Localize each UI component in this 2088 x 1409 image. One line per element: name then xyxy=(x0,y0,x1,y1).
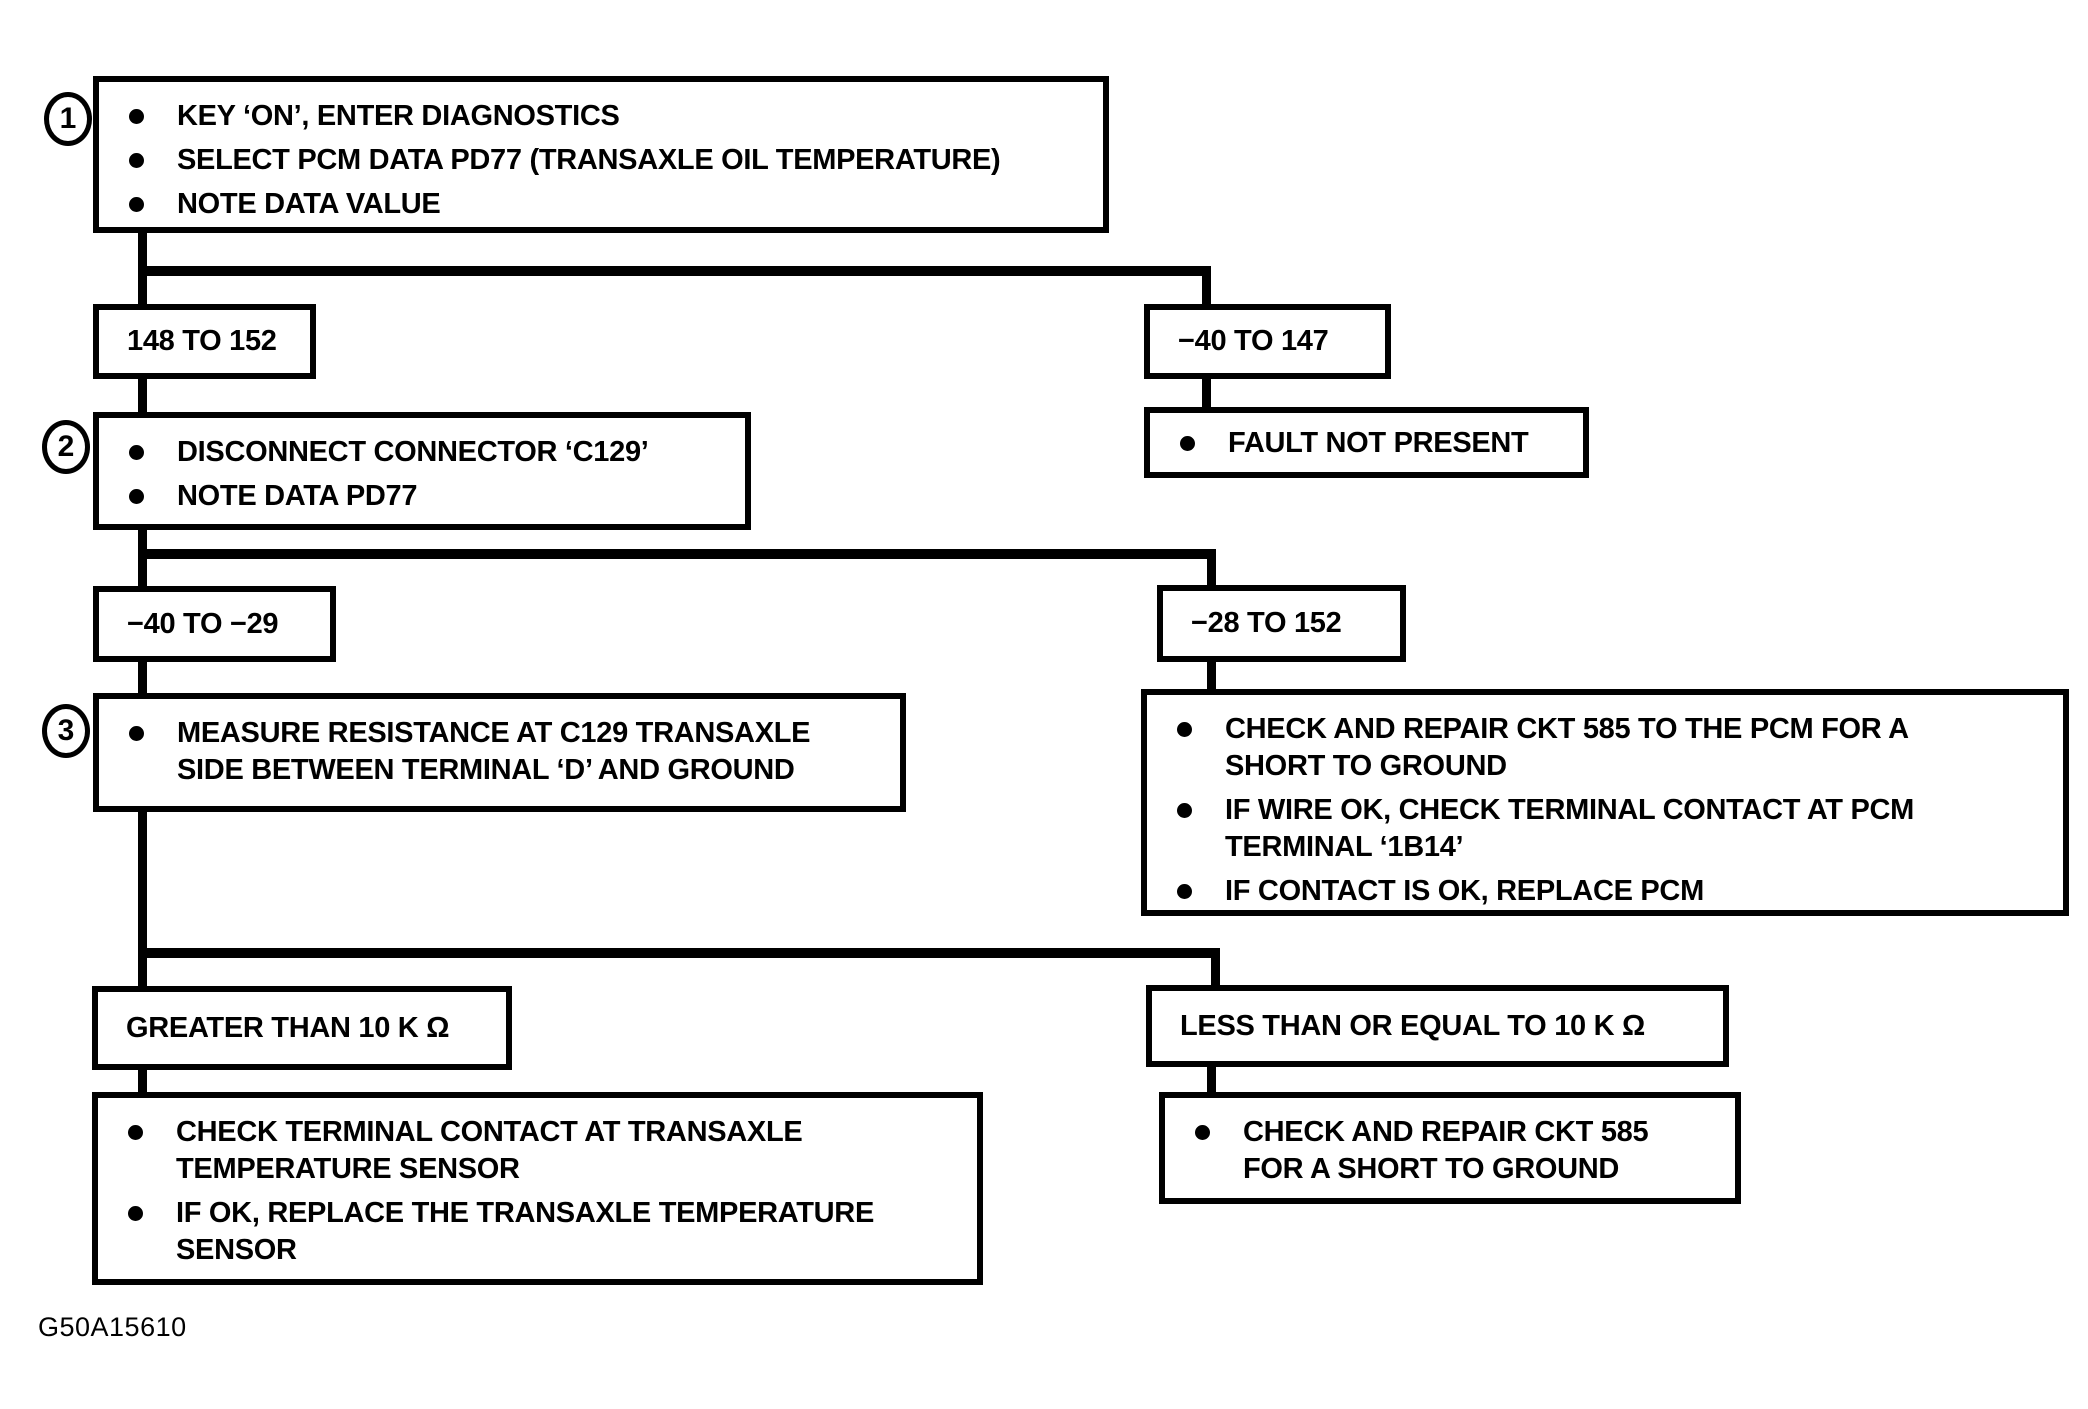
bullet-icon xyxy=(128,1125,143,1140)
bullet-icon xyxy=(129,445,144,460)
bullet-item: IF CONTACT IS OK, REPLACE PCM xyxy=(1177,873,2045,910)
bullet-item: IF OK, REPLACE THE TRANSAXLE TEMPERATURE… xyxy=(128,1195,959,1269)
bullet-line: IF WIRE OK, CHECK TERMINAL CONTACT AT PC… xyxy=(1225,794,1915,826)
step1-action-box: KEY ‘ON’, ENTER DIAGNOSTICS SELECT PCM D… xyxy=(93,76,1109,233)
connector-branch1-horizontal xyxy=(138,266,1211,276)
connector-branch3-right-down xyxy=(1211,948,1220,989)
bullet-icon xyxy=(129,489,144,504)
bullet-item: FAULT NOT PRESENT xyxy=(1180,425,1565,462)
repair-pcm-result-box: CHECK AND REPAIR CKT 585 TO THE PCM FOR … xyxy=(1141,689,2069,916)
bullet-icon xyxy=(129,197,144,212)
bullet-line: CHECK TERMINAL CONTACT AT TRANSAXLE xyxy=(176,1116,803,1148)
condition-box-minus28-to-152: −28 TO 152 xyxy=(1157,585,1406,662)
condition-box-greater-than-10k-ohm: GREATER THAN 10 K Ω xyxy=(92,986,512,1070)
bullet-line: TEMPERATURE SENSOR xyxy=(176,1153,520,1185)
bullet-line: IF OK, REPLACE THE TRANSAXLE TEMPERATURE xyxy=(176,1197,874,1229)
bullet-line: IF CONTACT IS OK, REPLACE PCM xyxy=(1225,875,1704,907)
step3-action-box: MEASURE RESISTANCE AT C129 TRANSAXLE SID… xyxy=(93,693,906,812)
condition-box-minus40-to-minus29: −40 TO −29 xyxy=(93,586,336,662)
connector-m40-147-to-fault xyxy=(1202,375,1211,411)
bullet-item: DISCONNECT CONNECTOR ‘C129’ xyxy=(129,434,727,471)
step-number-badge-3: 3 xyxy=(42,704,90,758)
connector-step3-down xyxy=(138,808,147,990)
bullet-line: CHECK AND REPAIR CKT 585 xyxy=(1243,1116,1649,1148)
bullet-icon xyxy=(1195,1125,1210,1140)
bullet-line: SENSOR xyxy=(176,1234,297,1266)
condition-label: −40 TO 147 xyxy=(1178,325,1329,357)
bullet-item: SELECT PCM DATA PD77 (TRANSAXLE OIL TEMP… xyxy=(129,142,1085,179)
bullet-line: FAULT NOT PRESENT xyxy=(1228,427,1529,459)
connector-le10k-to-ckt585 xyxy=(1207,1063,1216,1096)
bullet-item: NOTE DATA VALUE xyxy=(129,186,1085,223)
step2-action-box: DISCONNECT CONNECTOR ‘C129’ NOTE DATA PD… xyxy=(93,412,751,530)
condition-label: LESS THAN OR EQUAL TO 10 K Ω xyxy=(1180,1009,1645,1042)
condition-box-less-equal-10k-ohm: LESS THAN OR EQUAL TO 10 K Ω xyxy=(1146,985,1729,1067)
bullet-icon xyxy=(128,1206,143,1221)
bullet-item: MEASURE RESISTANCE AT C129 TRANSAXLE SID… xyxy=(129,715,882,789)
bullet-item: CHECK AND REPAIR CKT 585 TO THE PCM FOR … xyxy=(1177,711,2045,785)
bullet-line: MEASURE RESISTANCE AT C129 TRANSAXLE xyxy=(177,717,811,749)
bullet-line: FOR A SHORT TO GROUND xyxy=(1243,1153,1620,1185)
figure-id-label: G50A15610 xyxy=(38,1312,187,1342)
bullet-line: TERMINAL ‘1B14’ xyxy=(1225,831,1464,863)
bullet-line: KEY ‘ON’, ENTER DIAGNOSTICS xyxy=(177,100,620,132)
bullet-item: CHECK AND REPAIR CKT 585 FOR A SHORT TO … xyxy=(1195,1114,1717,1188)
bullet-icon xyxy=(1177,803,1192,818)
step-number-badge-2: 2 xyxy=(42,420,90,474)
bullet-icon xyxy=(129,109,144,124)
bullet-line: SHORT TO GROUND xyxy=(1225,750,1507,782)
condition-label: 148 TO 152 xyxy=(127,325,277,357)
bullet-item: NOTE DATA PD77 xyxy=(129,478,727,515)
connector-m40-m29-to-step3 xyxy=(138,658,147,698)
bullet-item: KEY ‘ON’, ENTER DIAGNOSTICS xyxy=(129,98,1085,135)
bullet-icon xyxy=(1180,436,1195,451)
connector-gt10k-to-sensor xyxy=(138,1066,147,1096)
step-number-badge-1: 1 xyxy=(44,92,92,146)
bullet-icon xyxy=(129,726,144,741)
bullet-item: IF WIRE OK, CHECK TERMINAL CONTACT AT PC… xyxy=(1177,792,2045,866)
fault-not-present-box: FAULT NOT PRESENT xyxy=(1144,407,1589,478)
bullet-line: CHECK AND REPAIR CKT 585 TO THE PCM FOR … xyxy=(1225,713,1909,745)
bullet-item: CHECK TERMINAL CONTACT AT TRANSAXLE TEMP… xyxy=(128,1114,959,1188)
connector-148-to-step2 xyxy=(138,375,147,417)
bullet-icon xyxy=(1177,884,1192,899)
bullet-line: DISCONNECT CONNECTOR ‘C129’ xyxy=(177,436,649,468)
condition-box-148-to-152: 148 TO 152 xyxy=(93,304,316,379)
bullet-icon xyxy=(1177,722,1192,737)
bullet-icon xyxy=(129,153,144,168)
connector-branch2-horizontal xyxy=(138,549,1216,559)
condition-label: −40 TO −29 xyxy=(127,607,279,640)
bullet-line: NOTE DATA VALUE xyxy=(177,188,441,220)
bullet-line: NOTE DATA PD77 xyxy=(177,480,418,512)
connector-branch1-right-down xyxy=(1202,266,1211,308)
repair-ckt585-result-box: CHECK AND REPAIR CKT 585 FOR A SHORT TO … xyxy=(1159,1092,1741,1204)
connector-branch3-horizontal xyxy=(138,948,1220,958)
connector-branch2-right-down xyxy=(1207,549,1216,589)
replace-sensor-result-box: CHECK TERMINAL CONTACT AT TRANSAXLE TEMP… xyxy=(92,1092,983,1285)
connector-m28-152-to-pcm xyxy=(1207,658,1216,693)
bullet-line: SELECT PCM DATA PD77 (TRANSAXLE OIL TEMP… xyxy=(177,144,1001,176)
bullet-line: SIDE BETWEEN TERMINAL ‘D’ AND GROUND xyxy=(177,754,795,786)
condition-box-minus40-to-147: −40 TO 147 xyxy=(1144,304,1391,379)
condition-label: −28 TO 152 xyxy=(1191,607,1342,639)
condition-label: GREATER THAN 10 K Ω xyxy=(126,1011,450,1044)
